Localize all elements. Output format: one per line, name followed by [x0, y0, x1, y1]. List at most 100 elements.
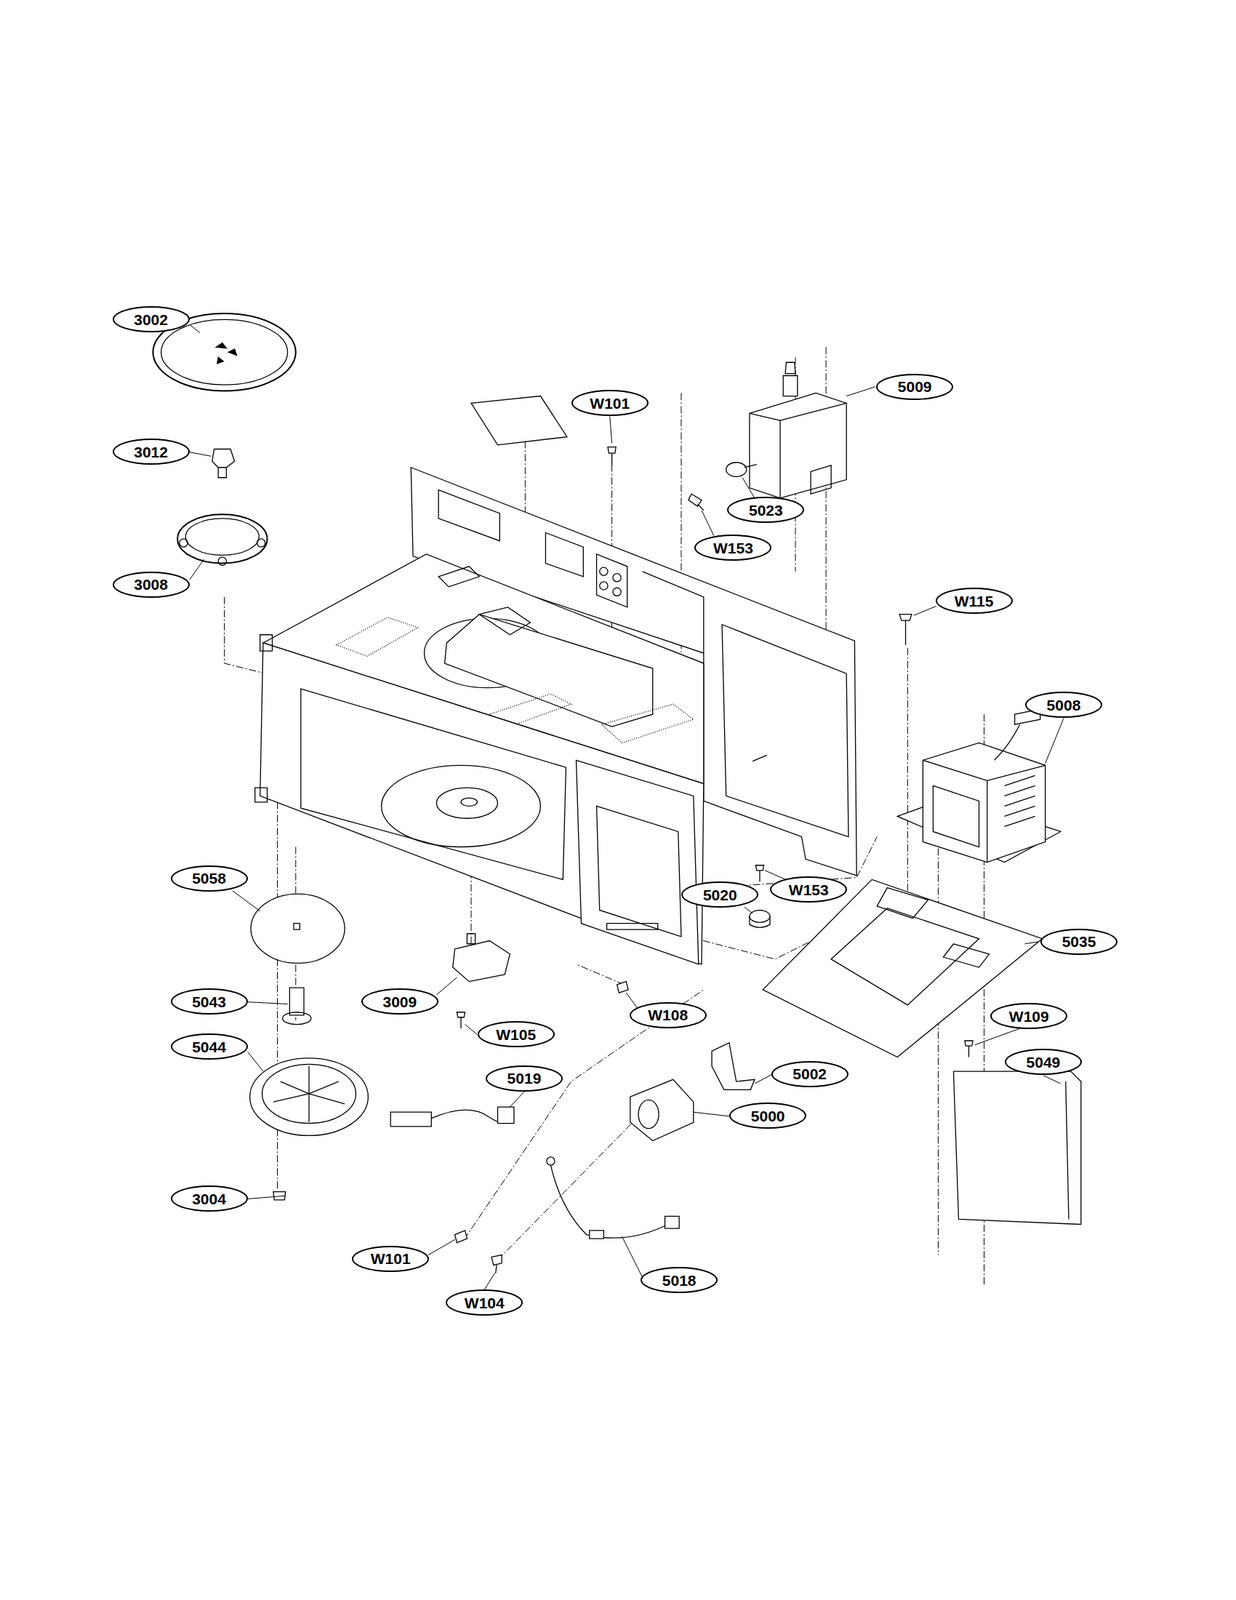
assembly-line	[937, 795, 939, 1255]
leader-line	[189, 324, 200, 333]
side-bracket	[575, 759, 698, 965]
magnetron	[783, 375, 798, 397]
callout-text: 5058	[191, 870, 227, 886]
leader-line	[846, 386, 875, 397]
callout-number: 3012	[112, 438, 190, 465]
leader-line	[189, 452, 211, 457]
magnetron	[810, 465, 832, 494]
turntable-coupler	[218, 467, 227, 478]
callout-text: 5008	[1046, 697, 1082, 713]
wire-harness	[550, 1164, 668, 1238]
leader-line	[742, 477, 755, 499]
callout-text: W101	[589, 395, 630, 411]
callout-text: W104	[464, 1294, 505, 1311]
callout-text: 5000	[751, 1108, 786, 1124]
cover-plate	[1065, 1081, 1069, 1219]
callout-text: 5002	[792, 1065, 827, 1082]
leader-line	[625, 992, 637, 1008]
cavity-front-frame	[260, 634, 273, 651]
cavity-top	[444, 614, 653, 727]
back-panel	[545, 532, 584, 577]
fan-parts	[282, 1012, 312, 1025]
roller-ring	[177, 514, 267, 565]
callout-number: 5018	[640, 1266, 718, 1293]
callout-text: W105	[495, 1026, 536, 1042]
turntable-coupler	[212, 448, 235, 477]
roller-ring	[177, 514, 267, 563]
leader-line	[509, 1091, 525, 1107]
leader-line	[232, 890, 261, 912]
fan-parts	[293, 923, 300, 930]
thermal-protector	[749, 909, 770, 922]
callout-number: 5044	[170, 1033, 248, 1060]
transformer	[922, 759, 1045, 862]
turntable-plate	[161, 319, 288, 385]
leader-line	[701, 510, 714, 536]
fan-parts	[289, 987, 304, 1015]
thermal-protector	[744, 464, 757, 468]
cavity-front-frame	[301, 688, 567, 880]
callout-text: 5020	[703, 887, 738, 903]
back-panel	[599, 581, 608, 590]
callout-text: 3012	[133, 444, 168, 460]
transformer	[922, 742, 1045, 862]
fan-parts	[250, 893, 369, 1135]
wire-harness	[589, 1230, 605, 1239]
leader-line	[465, 1024, 478, 1035]
leader-line	[913, 605, 937, 616]
callout-text: 3002	[133, 311, 168, 328]
screw	[273, 447, 973, 1274]
cavity-front-frame	[381, 764, 541, 847]
callout-text: 3008	[133, 576, 168, 592]
callout-number: 5023	[727, 496, 805, 523]
turntable-plate	[215, 343, 237, 364]
wire-harness	[390, 1111, 432, 1127]
callout-number: W105	[477, 1020, 555, 1047]
capacitor-bracket	[711, 1042, 755, 1090]
callout-number: 5019	[485, 1065, 563, 1092]
callout-number: 5000	[729, 1102, 807, 1129]
stirrer-motor	[452, 940, 511, 982]
magnetron	[749, 362, 847, 499]
callout-number: W153	[769, 876, 848, 903]
fan-parts	[273, 1065, 345, 1122]
callout-text: W153	[788, 881, 829, 898]
callout-number: 5009	[876, 373, 954, 400]
stirrer-motor	[466, 933, 475, 944]
wire-harness	[497, 1106, 514, 1123]
roller-ring	[218, 556, 227, 565]
leader-line	[754, 1073, 773, 1084]
callout-number: 5043	[170, 988, 248, 1015]
assembly-line	[224, 346, 985, 1285]
leader-line	[1025, 941, 1039, 944]
leader-line	[610, 416, 613, 443]
thermal-protector	[726, 462, 747, 477]
label-card	[471, 396, 568, 445]
capacitor-bracket	[630, 1078, 694, 1141]
base-plate	[762, 879, 1042, 1057]
callout-text: 5019	[507, 1070, 542, 1086]
leader-line	[622, 1236, 643, 1277]
cover-plate	[953, 1070, 1081, 1224]
leader-line	[1043, 1075, 1061, 1084]
base-plate	[876, 887, 928, 919]
magnetron	[749, 392, 847, 498]
wire-harness	[665, 1215, 680, 1229]
side-bracket	[607, 923, 658, 930]
thermal-protector	[749, 916, 770, 927]
stirrer-motor	[452, 933, 511, 982]
screw	[964, 1040, 973, 1057]
callout-number: 5049	[1004, 1048, 1082, 1075]
callout-text: 5018	[662, 1272, 697, 1288]
thermal-protector	[752, 754, 768, 761]
callout-text: 5009	[897, 378, 933, 395]
callout-number: W101	[571, 389, 649, 416]
callout-number: W153	[694, 534, 772, 561]
callout-text: 5035	[1062, 933, 1097, 949]
callout-number: W109	[990, 1002, 1068, 1029]
leader-line	[247, 1001, 288, 1005]
screw	[688, 493, 704, 510]
screw	[455, 1230, 468, 1243]
fan-parts	[261, 1063, 356, 1123]
